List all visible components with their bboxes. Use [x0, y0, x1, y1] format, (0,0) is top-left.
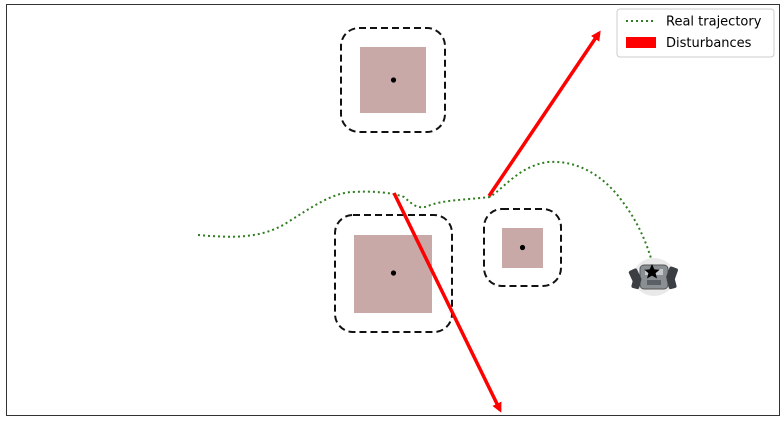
- safety-margin-top: [340, 27, 446, 133]
- legend-box: [616, 8, 775, 58]
- star-icon: [644, 264, 660, 279]
- robot-icon: [628, 258, 678, 296]
- legend-disturbance-label: Disturbances: [666, 36, 752, 51]
- obstacle-small: [483, 208, 562, 287]
- real-trajectory-line: [197, 160, 654, 266]
- disturbance-arrow-down: [392, 192, 502, 413]
- obstacle-center-large: [390, 270, 397, 276]
- safety-margin-small: [483, 208, 562, 287]
- obstacle-center-top: [390, 77, 397, 83]
- obstacle-top: [340, 27, 446, 133]
- disturbance-arrow-up: [487, 30, 601, 197]
- obstacle-center-small: [519, 244, 526, 251]
- legend-disturbance-swatch: [626, 37, 656, 48]
- legend: Real trajectory Disturbances: [616, 8, 775, 58]
- legend-trajectory-label: Real trajectory: [666, 15, 762, 30]
- safety-margin-large: [334, 214, 453, 333]
